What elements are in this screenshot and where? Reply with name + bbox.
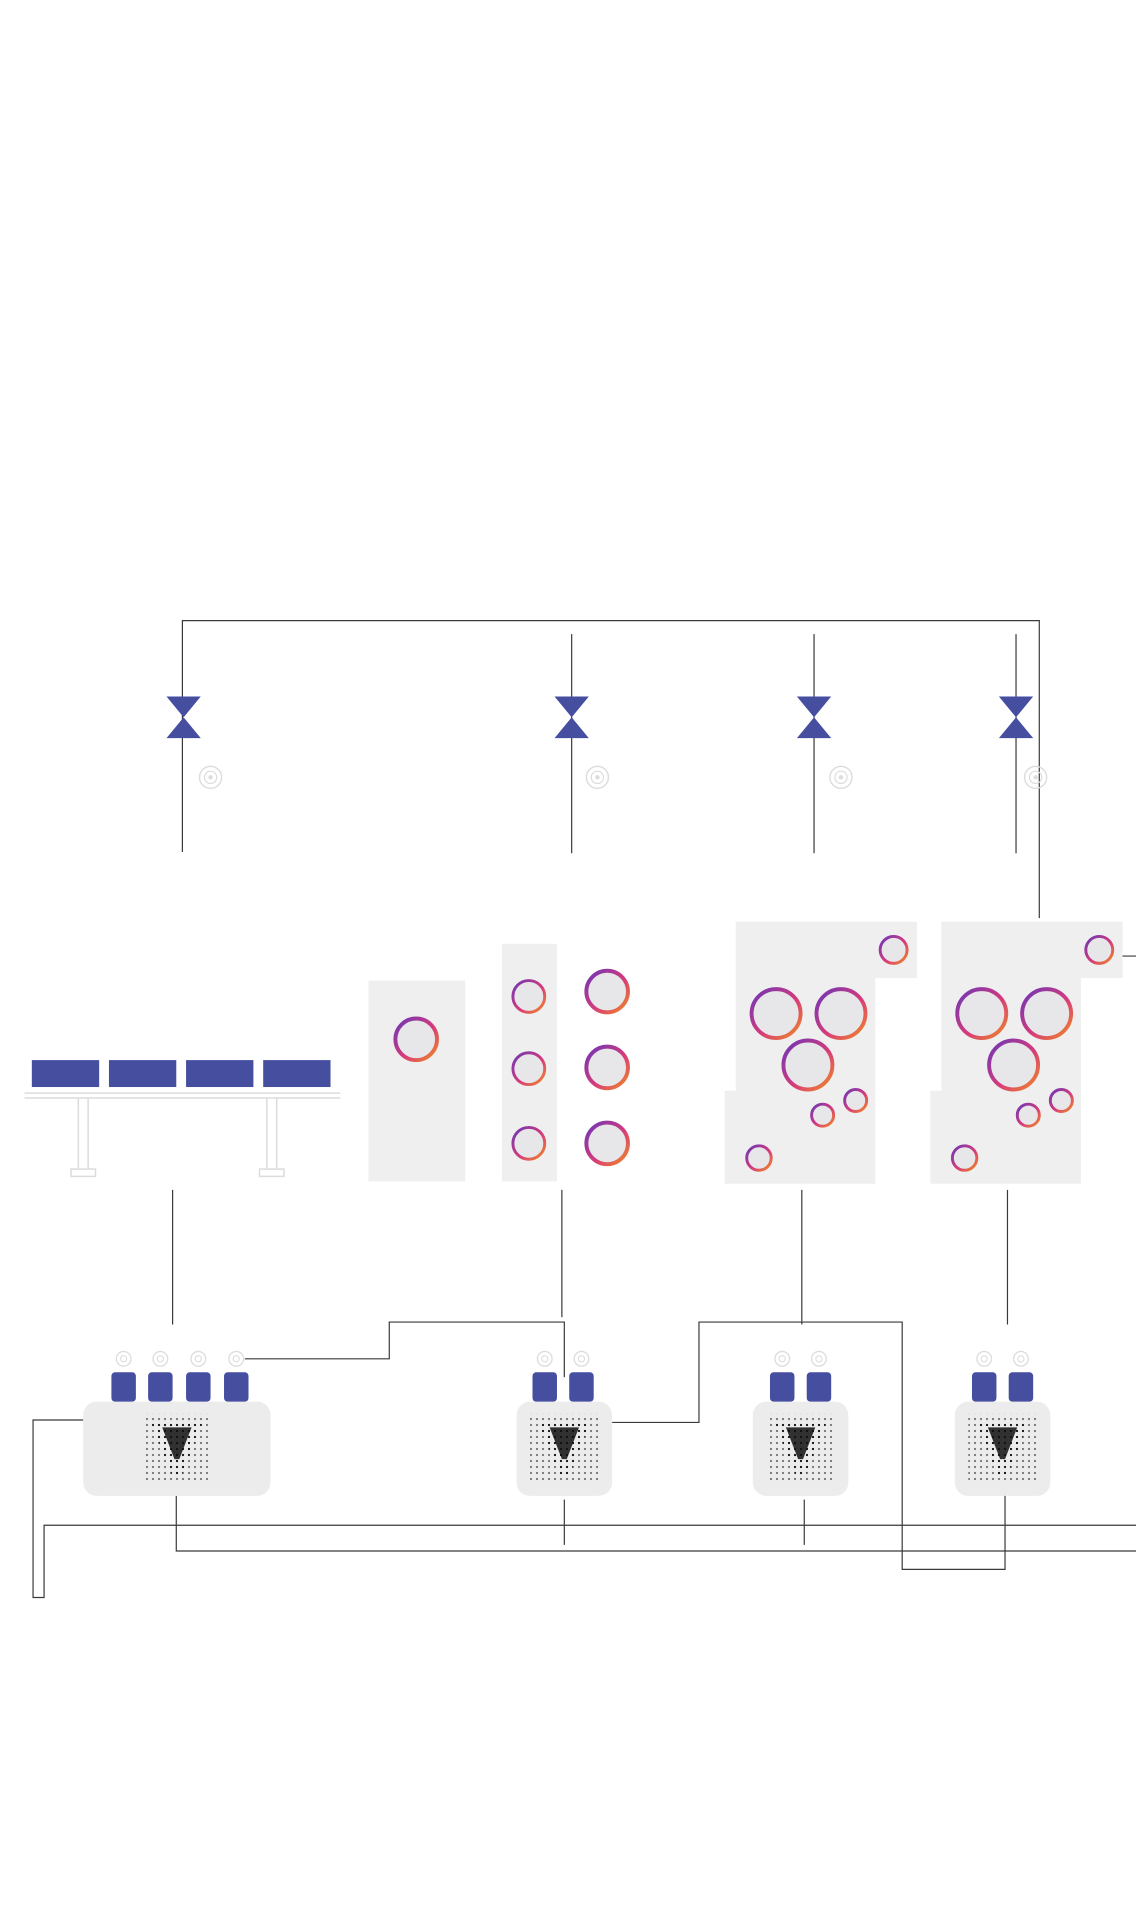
bench-seat-2 [108,1060,177,1088]
bench-seat-1 [31,1060,100,1088]
indicator-icon [573,1350,590,1367]
port-4[interactable] [584,968,630,1015]
speaker-grille-icon [968,1413,1037,1483]
multi-port-panel-a[interactable] [724,921,917,1184]
six-port-panel[interactable] [501,943,630,1182]
indicator-icon [536,1350,553,1367]
indicator-icon [976,1350,993,1367]
speaker-grille-icon [766,1413,835,1483]
bench-seat-4 [263,1060,331,1088]
port-4[interactable] [987,1038,1041,1092]
port-3[interactable] [511,1125,547,1161]
pipe-network [32,620,1136,1599]
indicator-icon [228,1350,245,1367]
valve-icon [796,696,832,739]
controller-4-port[interactable] [83,1350,271,1496]
bench-frame [24,1092,341,1178]
controller-2-port-c[interactable] [954,1350,1051,1496]
valve-4[interactable] [998,696,1048,790]
port-1[interactable] [878,934,909,965]
connector-2[interactable] [569,1350,594,1402]
pipe-segment-15 [32,1419,1136,1599]
multi-port-panel-b[interactable] [930,921,1123,1184]
valve-group [166,696,1048,790]
sensor-icon [585,765,610,790]
connector-1[interactable] [111,1350,136,1402]
panel-body [368,980,466,1182]
device-group [24,921,1123,1184]
connector-2[interactable] [806,1350,832,1402]
port-2[interactable] [749,987,803,1041]
controller-2-port-a[interactable] [516,1350,613,1496]
connector-1[interactable] [971,1350,997,1402]
port-6[interactable] [1015,1102,1041,1128]
valve-icon [998,696,1034,739]
valve-icon [554,696,589,739]
port-6[interactable] [810,1102,836,1128]
sensor-icon [1023,765,1048,790]
indicator-icon [1012,1350,1029,1367]
valve-1[interactable] [166,696,223,790]
speaker-grille-icon [142,1413,212,1483]
indicator-icon [152,1350,169,1367]
pipe-segment-11 [612,1321,1006,1570]
port-2[interactable] [511,1051,547,1087]
indicator-icon [115,1350,132,1367]
port-5[interactable] [1048,1088,1074,1113]
indicator-icon [190,1350,207,1367]
connector-1[interactable] [532,1350,557,1402]
bench-seat-3 [186,1060,254,1088]
indicator-icon [810,1350,827,1367]
bench-unit[interactable] [24,1060,341,1178]
port-1[interactable] [511,979,547,1014]
port-5[interactable] [843,1088,869,1113]
controller-2-port-b[interactable] [752,1350,849,1496]
pipe-segment-1 [181,620,1040,919]
port-6[interactable] [584,1120,630,1167]
sensor-icon [829,765,853,790]
valve-3[interactable] [796,696,853,790]
port-4[interactable] [781,1038,835,1092]
port-2[interactable] [955,987,1009,1041]
controller-group [83,1350,1051,1496]
indicator-icon [774,1350,791,1367]
connector-3[interactable] [186,1350,211,1402]
single-port-panel[interactable] [368,980,466,1182]
connector-1[interactable] [769,1350,795,1402]
port-7[interactable] [745,1144,773,1172]
port-1[interactable] [1084,934,1115,965]
connector-4[interactable] [224,1350,249,1402]
pipe-segment-12 [175,1495,1136,1552]
port-3[interactable] [1020,987,1074,1041]
pipe-segment-10 [244,1321,565,1378]
port-3[interactable] [814,987,868,1041]
port-1[interactable] [393,1016,439,1063]
connector-2[interactable] [1008,1350,1034,1402]
valve-2[interactable] [554,696,610,790]
connector-2[interactable] [148,1350,173,1402]
port-7[interactable] [950,1144,979,1172]
speaker-grille-icon [530,1413,599,1483]
valve-icon [166,696,201,739]
sensor-icon [198,765,223,790]
port-5[interactable] [584,1044,630,1091]
